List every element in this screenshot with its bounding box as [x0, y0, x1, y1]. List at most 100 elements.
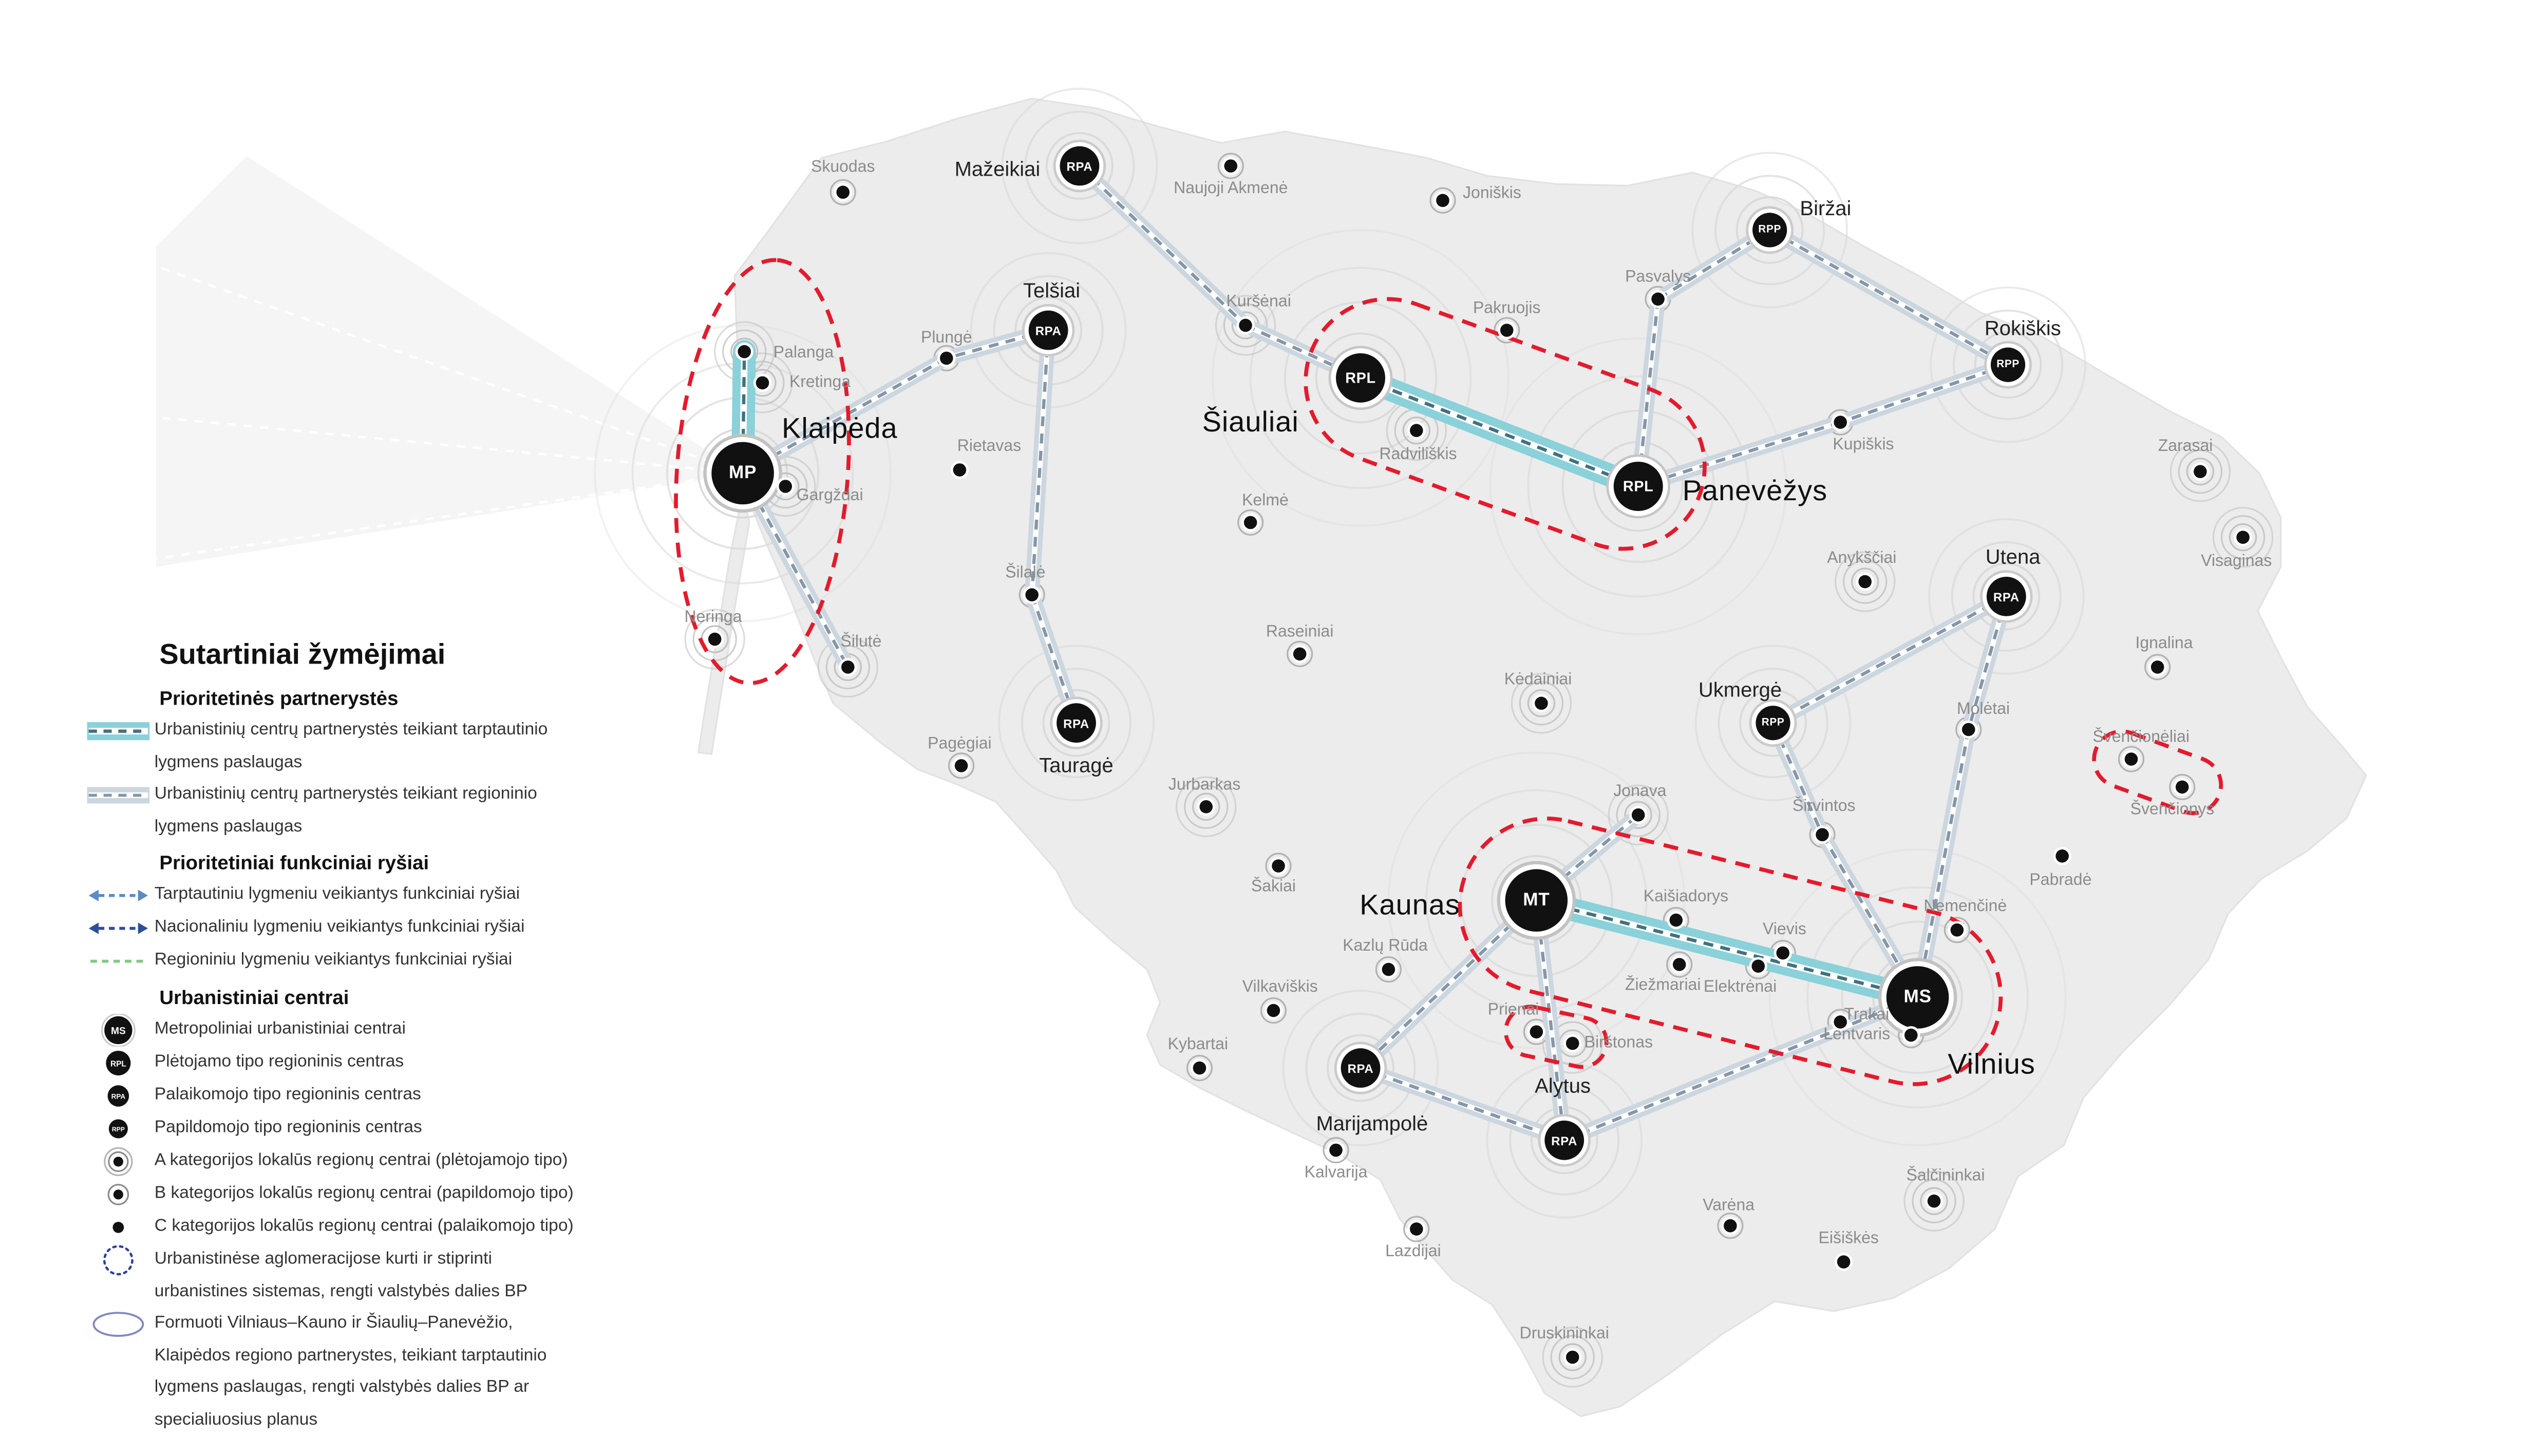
city-node-kaunas[interactable]: MT — [1505, 869, 1568, 932]
city-label-radviliškis: Radviliškis — [1379, 446, 1457, 464]
city-node-šilalė[interactable] — [1025, 588, 1039, 601]
city-node-ignalina[interactable] — [2150, 660, 2164, 674]
city-label-birštonas: Birštonas — [1584, 1034, 1653, 1053]
city-node-nemenčinė[interactable] — [1950, 923, 1964, 937]
city-node-biržai[interactable]: RPP — [1752, 213, 1787, 248]
city-node-utena[interactable]: RPA — [1986, 576, 2026, 616]
city-node-lazdijai[interactable] — [1409, 1222, 1423, 1236]
city-node-elektrėnai[interactable] — [1751, 959, 1765, 973]
city-label-gargždai: Gargždai — [796, 487, 863, 505]
city-node-šakiai[interactable] — [1272, 859, 1285, 873]
city-node-kybartai[interactable] — [1193, 1061, 1206, 1075]
city-node-marijampolė[interactable]: RPA — [1341, 1048, 1381, 1088]
city-node-pasvalys[interactable] — [1651, 292, 1665, 306]
city-node-jonava[interactable] — [1631, 808, 1645, 822]
city-node-skuodas[interactable] — [836, 185, 850, 199]
city-node-mažeikiai[interactable]: RPA — [1060, 146, 1100, 186]
city-label-molėtai: Molėtai — [1956, 701, 2010, 719]
city-node-telšiai[interactable]: RPA — [1028, 310, 1068, 350]
city-label-eišiškės: Eišiškės — [1818, 1230, 1879, 1248]
city-node-plungė[interactable] — [939, 351, 953, 365]
sea-sector-lines — [156, 265, 743, 560]
line-regional-icon — [82, 945, 155, 978]
city-node-kalvarija[interactable] — [1329, 1143, 1343, 1157]
city-node-pagėgiai[interactable] — [954, 759, 968, 772]
city-node-šiauliai[interactable]: RPL — [1336, 353, 1386, 403]
sea-sector — [156, 156, 743, 567]
legend-item-text: C kategorijos lokalūs regionų centrai (p… — [154, 1216, 574, 1236]
city-node-kaišiadorys[interactable] — [1669, 913, 1683, 927]
city-node-neringa[interactable] — [708, 632, 722, 646]
node-rpa-icon: RPA — [82, 1080, 155, 1112]
legend-item-text: A kategorijos lokalūs regionų centrai (p… — [154, 1150, 568, 1170]
node-rpl-icon: RPL — [82, 1047, 155, 1080]
city-node-vilnius[interactable]: MS — [1886, 966, 1949, 1029]
svg-text:MS: MS — [111, 1026, 126, 1037]
city-node-trakai[interactable] — [1834, 1015, 1847, 1029]
city-node-molėtai[interactable] — [1961, 723, 1975, 736]
city-label-biržai: Biržai — [1800, 197, 1852, 220]
city-node-zarasai[interactable] — [2194, 465, 2207, 478]
city-node-visaginas[interactable] — [2236, 531, 2250, 544]
city-node-prienai[interactable] — [1530, 1025, 1543, 1038]
city-node-varėna[interactable] — [1724, 1219, 1737, 1233]
city-label-varėna: Varėna — [1703, 1197, 1755, 1215]
city-node-kretinga[interactable] — [756, 376, 769, 390]
legend-item: Urbanistinių centrų partnerystės teikian… — [82, 715, 575, 779]
city-node-švenčionys[interactable] — [2175, 780, 2189, 794]
city-node-anykščiai[interactable] — [1858, 575, 1872, 589]
city-node-naujoji-akmenė[interactable] — [1224, 159, 1238, 173]
city-node-vievis[interactable] — [1776, 946, 1790, 960]
city-node-raseiniai[interactable] — [1293, 647, 1307, 661]
city-node-rietavas[interactable] — [953, 463, 967, 477]
city-node-jurbarkas[interactable] — [1199, 800, 1213, 814]
city-node-žiežmariai[interactable] — [1672, 958, 1686, 971]
city-node-palanga[interactable] — [738, 345, 751, 358]
city-node-lentvaris[interactable] — [1904, 1028, 1918, 1042]
city-node-radviliškis[interactable] — [1409, 424, 1423, 438]
city-label-kretinga: Kretinga — [789, 373, 851, 392]
city-node-joniškis[interactable] — [1436, 194, 1449, 207]
city-node-širvintos[interactable] — [1816, 828, 1829, 842]
legend-item: Tarptautiniu lygmeniu veikiantys funkcin… — [82, 879, 575, 912]
city-label-alytus: Alytus — [1535, 1074, 1591, 1098]
city-node-druskininkai[interactable] — [1565, 1350, 1579, 1364]
city-label-rietavas: Rietavas — [957, 438, 1022, 456]
city-label-pakruojis: Pakruojis — [1473, 299, 1541, 318]
city-node-birštonas[interactable] — [1565, 1036, 1579, 1050]
regional-links-layer — [735, 158, 2015, 1148]
city-node-pabradė[interactable] — [2055, 849, 2069, 863]
city-node-eišiškės[interactable] — [1837, 1255, 1851, 1269]
city-label-ignalina: Ignalina — [2135, 635, 2193, 653]
city-node-rokiškis[interactable]: RPP — [1990, 347, 2026, 382]
node-ms-icon: MS — [82, 1013, 155, 1047]
city-node-kelmė[interactable] — [1243, 516, 1257, 530]
city-node-kupiškis[interactable] — [1834, 415, 1847, 429]
city-node-tauragė[interactable]: RPA — [1056, 703, 1096, 743]
city-node-kuršėnai[interactable] — [1239, 318, 1252, 332]
city-label-pasvalys: Pasvalys — [1625, 269, 1691, 287]
band-regional-icon — [82, 779, 155, 811]
city-node-panevėžys[interactable]: RPL — [1613, 462, 1663, 511]
city-node-alytus[interactable]: RPA — [1544, 1120, 1584, 1160]
partnership-ovals-layer — [674, 258, 2223, 1086]
city-node-švenčionėliai[interactable] — [2124, 752, 2138, 766]
legend-item-text: Nacionaliniu lygmeniu veikiantys funkcin… — [154, 917, 525, 937]
legend-item: C kategorijos lokalūs regionų centrai (p… — [82, 1211, 575, 1244]
legend-item: B kategorijos lokalūs regionų centrai (p… — [82, 1178, 575, 1211]
city-label-pabradė: Pabradė — [2029, 872, 2092, 890]
legend-item-text: Regioniniu lygmeniu veikiantys funkcinia… — [154, 950, 513, 970]
city-node-kazlų-rūda[interactable] — [1382, 962, 1395, 976]
city-node-pakruojis[interactable] — [1500, 324, 1514, 337]
city-node-šalčininkai[interactable] — [1927, 1194, 1941, 1208]
city-node-ukmergė[interactable]: RPP — [1756, 706, 1790, 741]
city-node-klaipėda[interactable]: MP — [711, 442, 774, 505]
city-node-kėdainiai[interactable] — [1535, 696, 1548, 710]
city-node-šilutė[interactable] — [841, 660, 855, 674]
legend: Sutartiniai žymėjimai Prioritetinės part… — [82, 637, 575, 1436]
city-node-vilkaviškis[interactable] — [1267, 1004, 1280, 1017]
city-label-druskininkai: Druskininkai — [1519, 1325, 1609, 1344]
city-node-gargždai[interactable] — [779, 480, 793, 493]
city-label-neringa: Neringa — [684, 609, 742, 627]
